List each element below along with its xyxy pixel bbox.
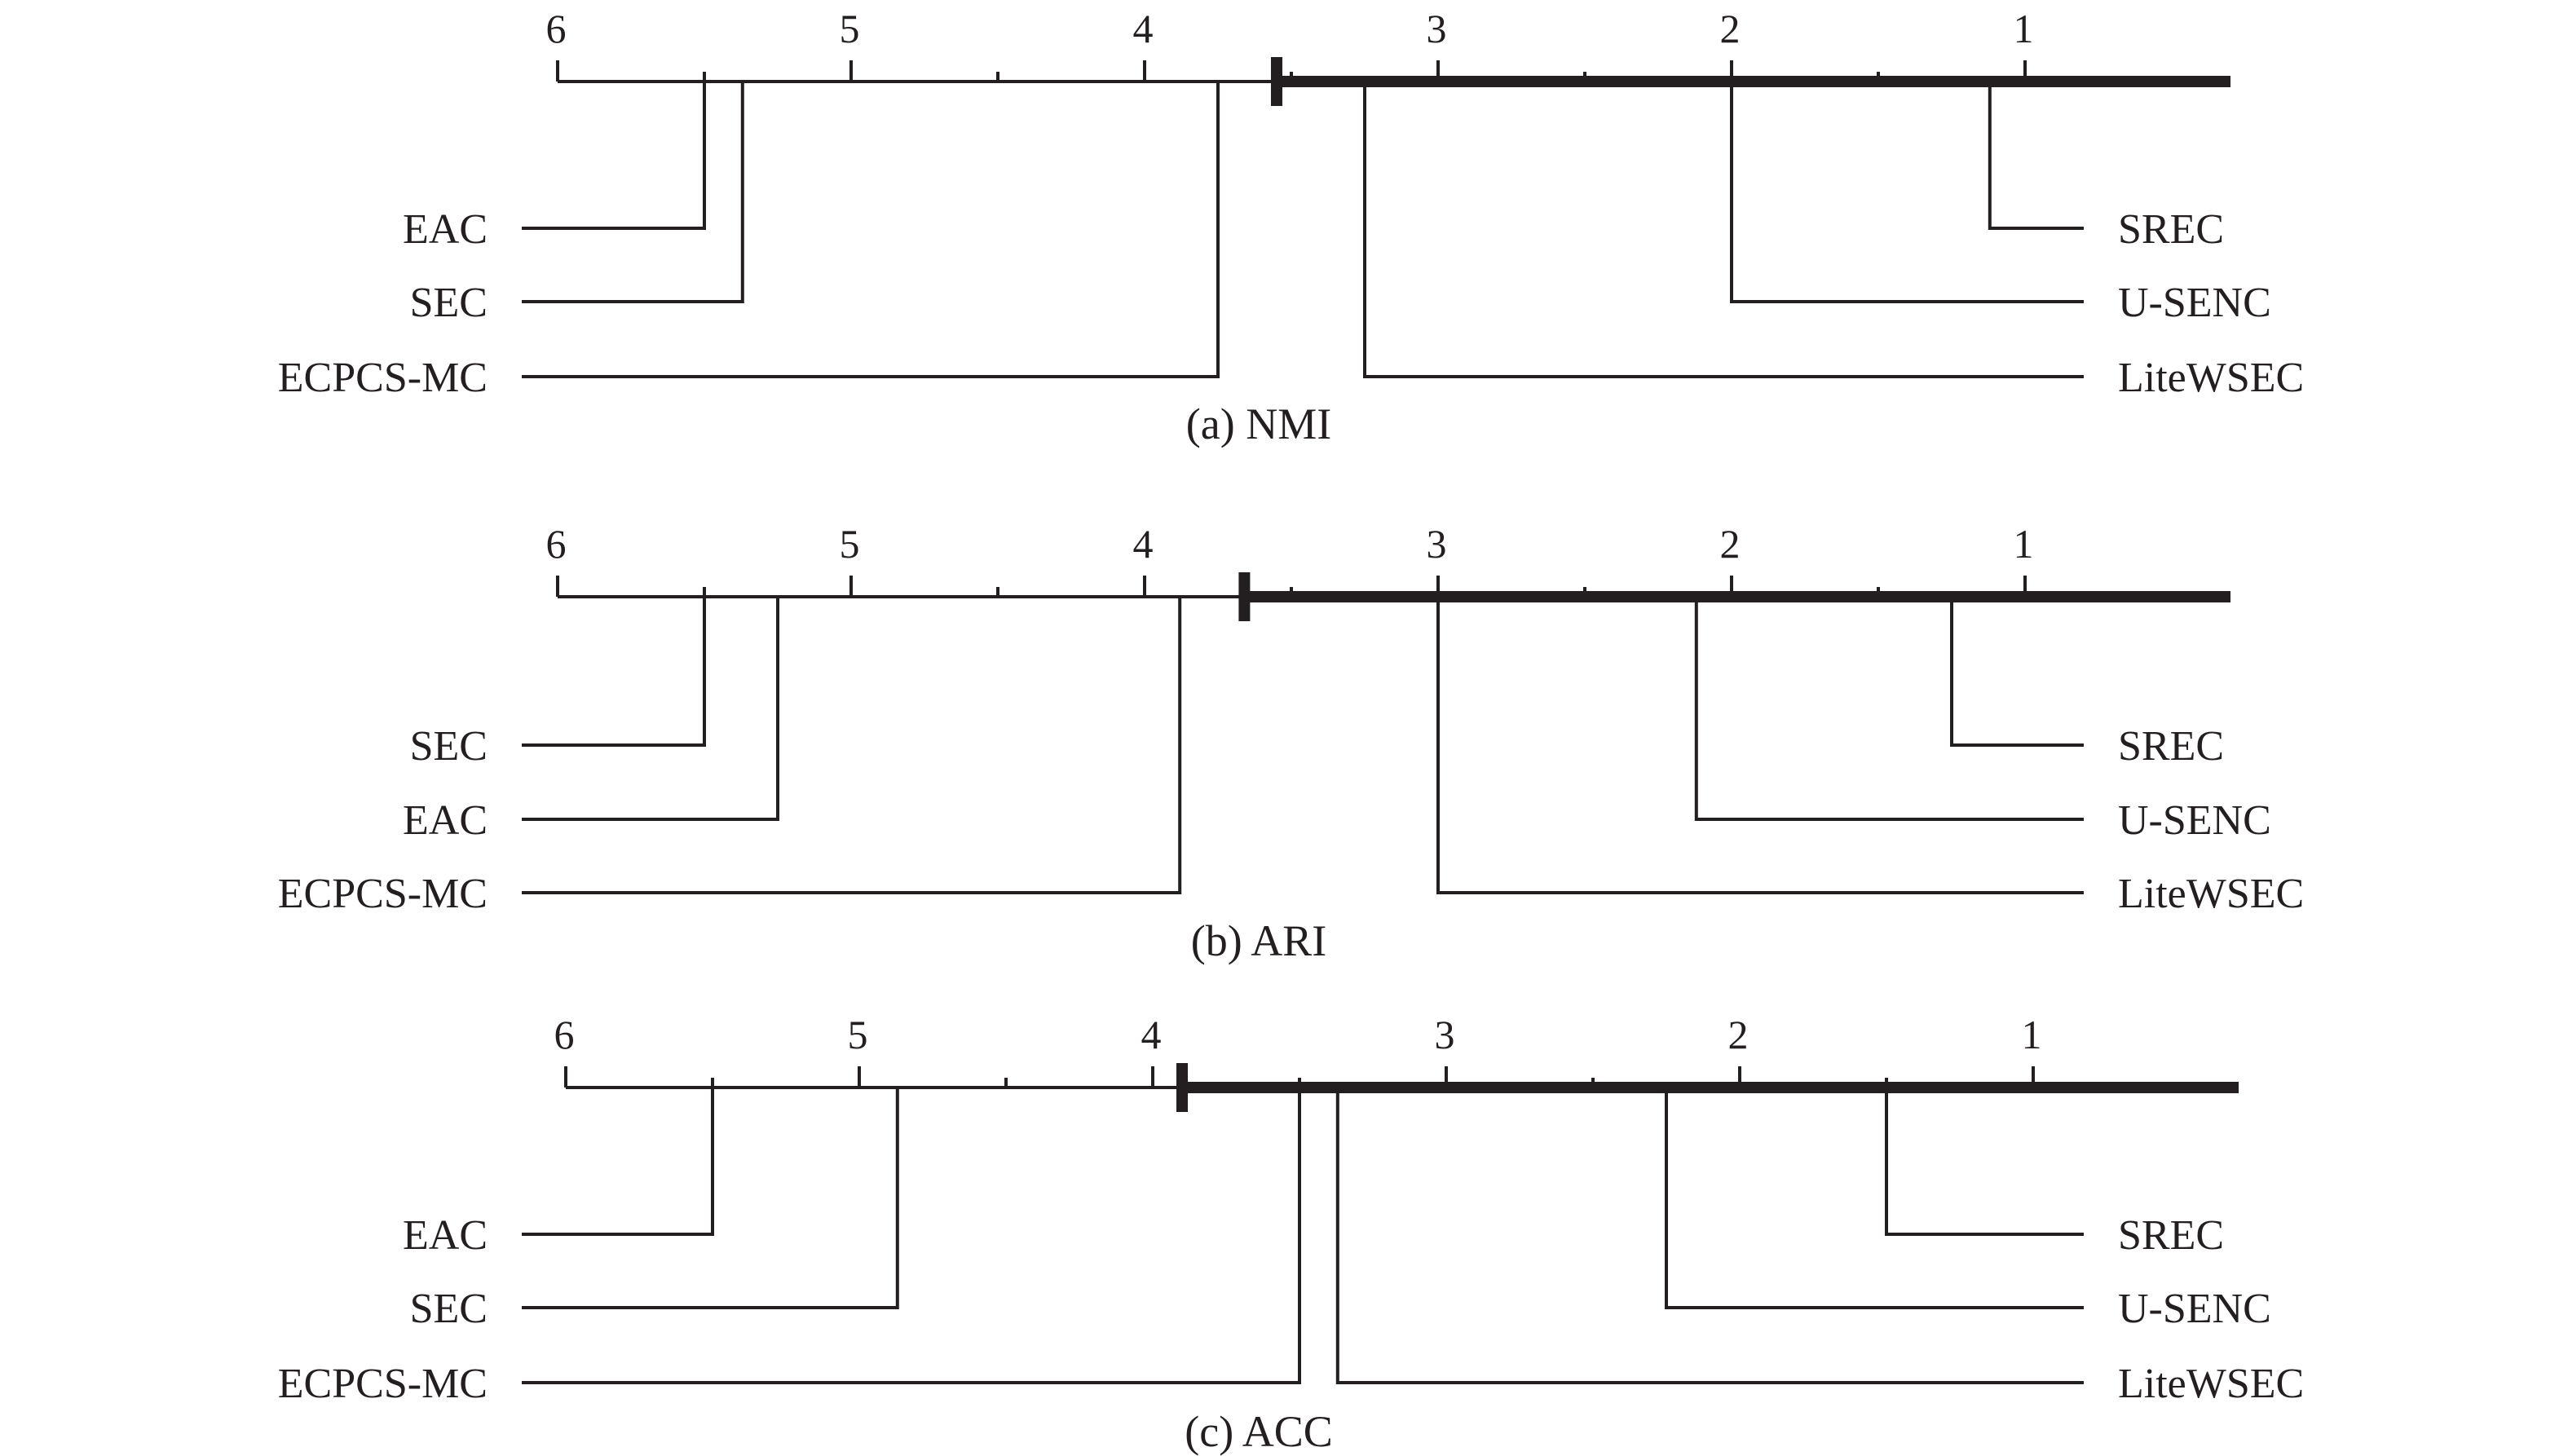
- tick-label: 2: [1720, 521, 1741, 567]
- tick-label: 4: [1133, 6, 1154, 51]
- method-label-u-senc: U-SENC: [2118, 797, 2271, 844]
- method-label-eac: EAC: [403, 1212, 488, 1259]
- tick-label: 3: [1427, 521, 1447, 567]
- method-label-litewsec: LiteWSEC: [2118, 1361, 2304, 1407]
- tick-label: 5: [840, 521, 860, 567]
- rank-connector-u-senc: [1730, 82, 2084, 303]
- tick-label: 1: [2022, 1012, 2042, 1057]
- rank-connector-sec: [522, 82, 744, 303]
- method-label-srec: SREC: [2118, 206, 2224, 253]
- tick-label: 3: [1427, 6, 1447, 51]
- method-label-srec: SREC: [2118, 723, 2224, 770]
- rank-connector-litewsec: [1363, 82, 2084, 378]
- method-label-litewsec: LiteWSEC: [2118, 871, 2304, 917]
- method-label-sec: SEC: [410, 723, 488, 770]
- tick-label: 6: [554, 1012, 575, 1057]
- tick-label: 2: [1720, 6, 1741, 51]
- rank-connector-eac: [522, 1088, 714, 1236]
- rank-connector-srec: [1988, 82, 2084, 230]
- method-label-eac: EAC: [403, 797, 488, 844]
- tick-label: 3: [1435, 1012, 1455, 1057]
- method-label-eac: EAC: [403, 206, 488, 253]
- tick-label: 6: [546, 521, 567, 567]
- method-label-u-senc: U-SENC: [2118, 1286, 2271, 1332]
- rank-connector-u-senc: [1694, 597, 2084, 821]
- rank-connector-srec: [1885, 1088, 2084, 1236]
- method-label-srec: SREC: [2118, 1212, 2224, 1259]
- tick-label: 5: [848, 1012, 868, 1057]
- rank-connector-ecpcs-mc: [522, 82, 1220, 378]
- method-label-litewsec: LiteWSEC: [2118, 355, 2304, 401]
- tick-label: 5: [840, 6, 860, 51]
- rank-connector-litewsec: [1335, 1088, 2084, 1384]
- rank-connector-eac: [522, 597, 779, 821]
- panel-caption: (b) ARI: [1191, 916, 1326, 965]
- method-label-sec: SEC: [410, 1286, 488, 1332]
- rank-connector-ecpcs-mc: [522, 1088, 1301, 1384]
- rank-connector-litewsec: [1436, 597, 2084, 894]
- method-label-ecpcs-mc: ECPCS-MC: [278, 871, 488, 917]
- rank-connector-ecpcs-mc: [522, 597, 1182, 894]
- tick-label: 4: [1141, 1012, 1162, 1057]
- method-label-u-senc: U-SENC: [2118, 280, 2271, 326]
- panel-caption: (a) NMI: [1186, 399, 1331, 448]
- rank-connector-sec: [522, 597, 706, 747]
- rank-connector-u-senc: [1665, 1088, 2084, 1309]
- rank-connector-eac: [522, 82, 706, 230]
- tick-label: 1: [2014, 521, 2034, 567]
- panel-caption: (c) ACC: [1185, 1407, 1333, 1456]
- method-label-ecpcs-mc: ECPCS-MC: [278, 355, 488, 401]
- method-label-sec: SEC: [410, 280, 488, 326]
- rank-connector-srec: [1950, 597, 2084, 747]
- tick-label: 2: [1728, 1012, 1749, 1057]
- rank-connector-sec: [522, 1088, 899, 1309]
- method-label-ecpcs-mc: ECPCS-MC: [278, 1361, 488, 1407]
- tick-label: 1: [2014, 6, 2034, 51]
- tick-label: 4: [1133, 521, 1154, 567]
- tick-label: 6: [546, 6, 567, 51]
